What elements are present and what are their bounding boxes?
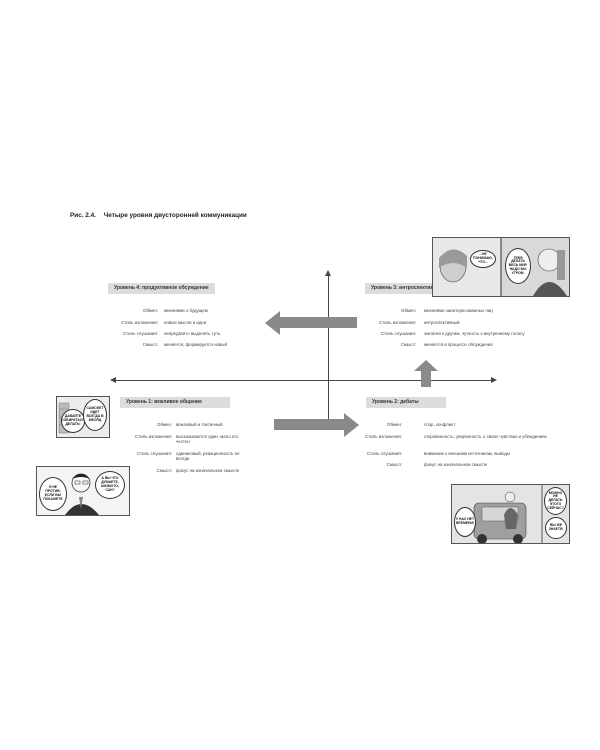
vertical-axis [328, 274, 329, 430]
arrow-q1-to-q2-head [344, 413, 359, 437]
q1-row-meaning: Смысл: фокус на изначальном смысле [156, 468, 240, 473]
manga-bubble-br-1: У НАС НЕТ ВРЕМЕНИ! [454, 507, 476, 537]
q4-row-meaning: Смысл: меняется, формируется новый [142, 342, 227, 347]
manga-panel-left-bottom: Я НЕ ПРОТИВ, ЕСЛИ ВЫ ПОКАЖЕТЕ А ВЫ ЧТО Д… [36, 466, 130, 516]
manga-bubble-lt-1: ДАВАЙТЕ СОБИРАТЬСЯ ДЕЛАТЬ! [61, 409, 85, 433]
figure-number: Рис. 2.4. [70, 212, 96, 219]
q2-label: Уровень 2: дебаты [366, 397, 446, 408]
manga-panel-top-right: ...НЕ ПОНИМАЮ, ЧТО... ТЕБЯ ДЕЛАТЬ ВЕСЬ М… [432, 237, 570, 297]
q1-row-exchange: Обмен: вежливый и тактичный [157, 422, 223, 427]
arrow-q3-to-q4-body [280, 317, 357, 328]
manga-bubble-lb-1: Я НЕ ПРОТИВ, ЕСЛИ ВЫ ПОКАЖЕТЕ [39, 477, 67, 511]
q2-row-style-listen: Стиль слушания: внимание к внешним источ… [366, 451, 511, 456]
arrow-q1-to-q2-body [274, 419, 344, 430]
manga-bubble-tr-2: ТЕБЯ ДЕЛАТЬ ВЕСЬ МИР. НАДО БЫ УТРОМ. [505, 248, 531, 284]
figure-title: Четыре уровня двусторонней коммуникации [103, 212, 247, 219]
q1-label: Уровень 1: вежливое общение [120, 397, 230, 408]
manga-panel-bottom-right: У НАС НЕТ ВРЕМЕНИ! МОЖНО НЕ ДЕЛАТЬ ЭТОГО… [451, 484, 570, 544]
q2-row-style-speech: Стиль изложения: откровенность, уверенно… [365, 434, 547, 439]
manga-bubble-lt-2: САМОЛЕТ ИДЕТ ВСЕГДА В МЕСЯЦ [83, 399, 107, 431]
q3-row-style-listen: Стиль слушания: эмпатия к другим, чуткос… [380, 331, 525, 336]
horizontal-axis-arrow-left [110, 377, 116, 383]
arrow-q2-to-q3-head [414, 360, 438, 371]
q3-row-exchange: Обмен: мнениями заинтересованных лиц [401, 308, 493, 313]
horizontal-axis [116, 380, 491, 381]
q3-row-style-speech: Стиль изложения: интроспективный [379, 320, 460, 325]
q1-row-style-speech: Стиль изложения: высказывается один, мал… [135, 434, 239, 445]
arrow-q3-to-q4-head [265, 311, 280, 335]
vertical-axis-arrow [325, 270, 331, 276]
arrow-q2-to-q3-body [421, 370, 431, 387]
manga-bubble-lb-2: А ВЫ ЧТО ДУМАЕТЕ, АКИМОТО-САН? [95, 471, 125, 499]
q4-label: Уровень 4: продуктивное обсуждение [108, 283, 215, 294]
q4-row-exchange: Обмен: мнениями о будущем [143, 308, 208, 313]
q3-row-meaning: Смысл: меняется в процессе обсуждения [400, 342, 493, 347]
manga-bubble-br-2: МОЖНО НЕ ДЕЛАТЬ ЭТОГО СЕЙЧАС? [544, 487, 567, 515]
q4-row-style-listen: Стиль слушания: непредвзято выделять сут… [122, 331, 221, 336]
q1-row-style-listen: Стиль слушания: одинаковый, реакционност… [136, 451, 240, 462]
manga-bubble-br-3: ВЫ ЖЕ ЗНАЕТЕ! [545, 517, 567, 539]
q4-row-style-speech: Стиль изложения: новые мысли и идеи [121, 320, 207, 325]
q3-label: Уровень 3: интроспективное обсуждение [365, 283, 480, 294]
manga-illustration-top-right [433, 238, 569, 296]
horizontal-axis-arrow-right [491, 377, 497, 383]
figure-caption: Рис. 2.4. Четыре уровня двусторонней ком… [70, 212, 247, 219]
manga-panel-left-top: ДАВАЙТЕ СОБИРАТЬСЯ ДЕЛАТЬ! САМОЛЕТ ИДЕТ … [56, 396, 110, 438]
q2-row-exchange: Обмен: спор, конфликт [387, 422, 456, 427]
q2-row-meaning: Смысл: фокус на изначальном смысле [386, 462, 488, 467]
manga-bubble-tr-1: ...НЕ ПОНИМАЮ, ЧТО... [470, 250, 496, 268]
